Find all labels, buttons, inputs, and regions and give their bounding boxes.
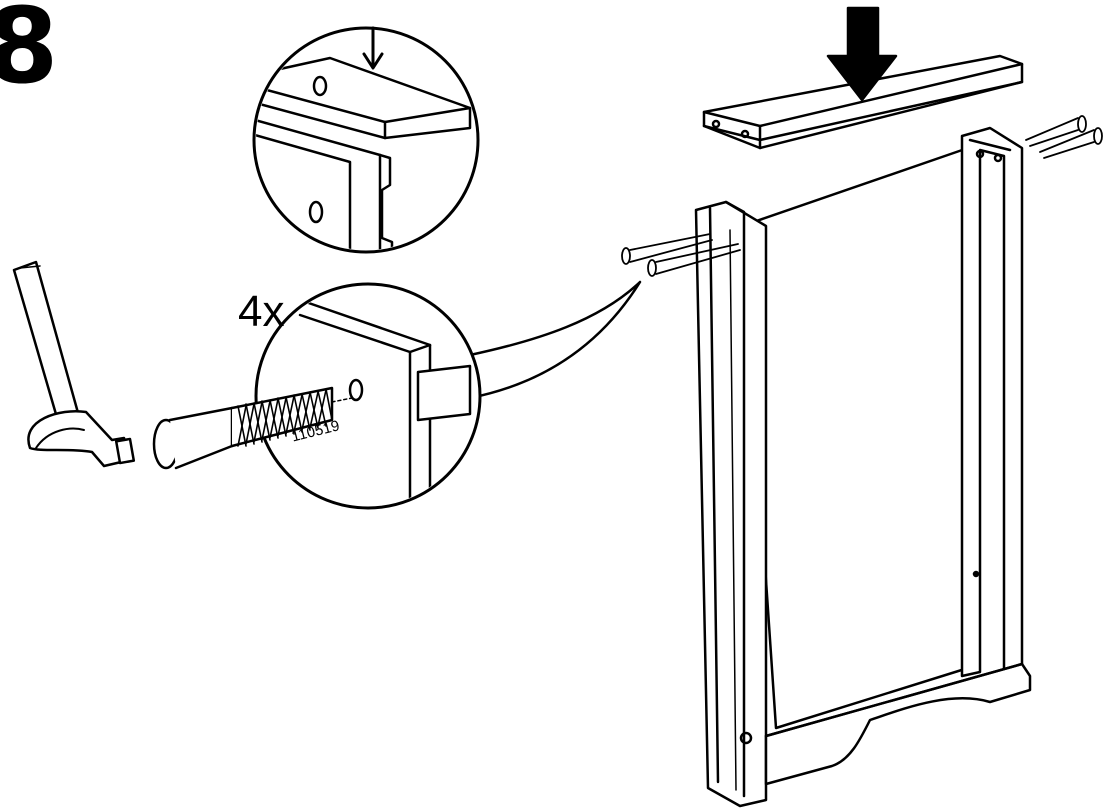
cabinet-frame bbox=[621, 115, 1103, 808]
dowel-icon bbox=[152, 386, 353, 470]
dowel-detail-magnifier bbox=[152, 280, 642, 510]
top-detail-magnifier bbox=[252, 26, 480, 254]
step-number: 8 bbox=[0, 0, 59, 107]
down-arrow-icon bbox=[362, 26, 384, 70]
hammer-icon bbox=[12, 260, 136, 468]
quantity-label: 4x bbox=[238, 287, 285, 336]
panel-icon bbox=[702, 6, 1024, 150]
